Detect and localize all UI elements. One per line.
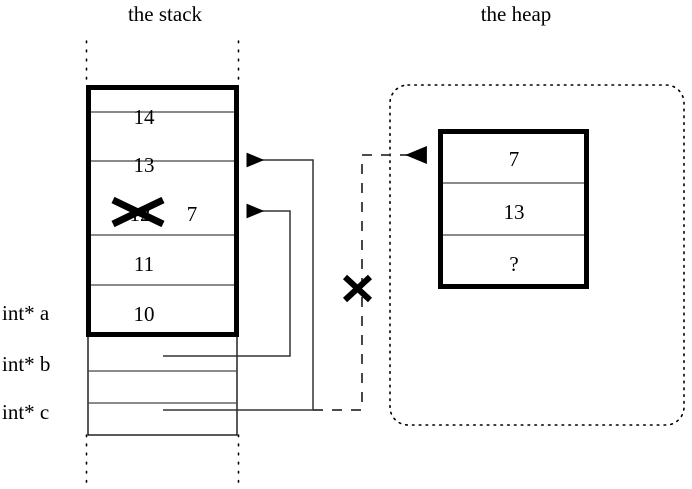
- pointer-line-c-to-stack-cell: [163, 152, 314, 411]
- stack-cell-value-3: 11: [134, 252, 154, 276]
- heap-region-boundary: [389, 84, 685, 426]
- heap-block: [438, 129, 589, 289]
- variable-label-c: int* c: [2, 400, 49, 424]
- stack-cell-value-4: 10: [134, 302, 155, 326]
- stack-cell-value-0: 14: [134, 105, 156, 129]
- heap-cell-value-1: 13: [504, 200, 525, 224]
- pointer-line-b-to-stack-cell: [163, 203, 291, 357]
- stack-cell-value-1: 13: [134, 153, 155, 177]
- stack-title: the stack: [128, 2, 203, 26]
- stack-unallocated-area: [87, 334, 238, 436]
- variable-label-b: int* b: [2, 352, 50, 376]
- stack-cell-new-value: 7: [187, 202, 198, 226]
- stack-frame: [86, 85, 239, 337]
- heap-cell-value-2: ?: [509, 252, 518, 276]
- heap-title: the heap: [481, 2, 552, 26]
- x-cross-icon-invalidated-pointer: [342, 274, 373, 303]
- variable-label-a: int* a: [2, 301, 50, 325]
- x-cross-icon-overwritten-value: [111, 196, 165, 228]
- pointer-line-c-to-heap-block: [313, 146, 427, 411]
- heap-cell-value-0: 7: [509, 147, 520, 171]
